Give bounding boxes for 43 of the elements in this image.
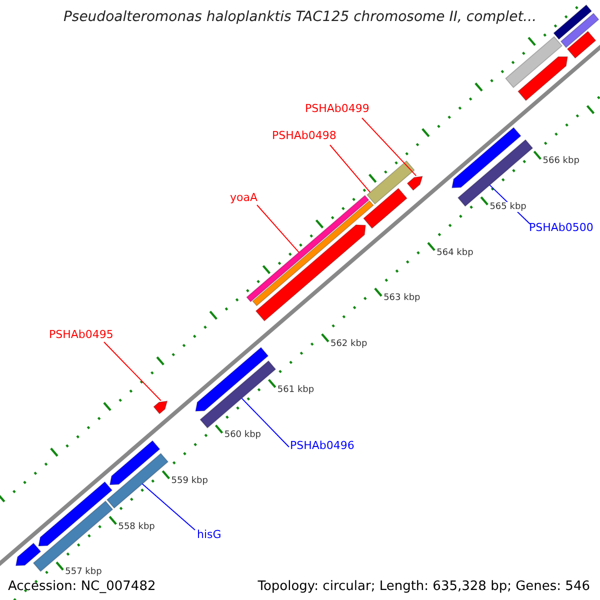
gene-feature <box>38 481 113 546</box>
scale-label: 557 kbp <box>65 567 102 578</box>
scale-label: 562 kbp <box>330 339 368 350</box>
scale-label: 560 kbp <box>224 430 262 441</box>
gene-label: PSHAb0495 <box>49 329 114 342</box>
gene-feature <box>366 160 415 205</box>
scale-label: 559 kbp <box>171 476 208 486</box>
gene-feature <box>106 452 169 509</box>
gene-label: PSHAb0498 <box>272 130 336 143</box>
gene-feature <box>560 12 600 48</box>
gene-feature <box>195 346 269 412</box>
gene-feature <box>406 176 423 191</box>
map-title: Pseudoalteromonas haloplanktis TAC125 chromosome II, complet... <box>63 9 537 26</box>
gene-label: PSHAb0499 <box>305 103 370 116</box>
scale-label: 561 kbp <box>277 384 314 396</box>
gene-feature <box>518 56 568 102</box>
gene-feature <box>15 542 42 566</box>
gene-feature <box>200 360 276 428</box>
gene-label: yoaA <box>230 192 258 205</box>
gene-feature <box>566 30 596 59</box>
scale-label: 565 kbp <box>490 202 526 212</box>
scale-label: 566 kbp <box>542 156 580 167</box>
scale-label: 564 kbp <box>436 248 474 258</box>
leader-line <box>241 398 290 448</box>
leader-line <box>142 483 196 530</box>
gene-feature <box>363 188 408 229</box>
gene-feature <box>255 224 366 322</box>
gene-feature <box>153 400 168 414</box>
gene-label: PSHAb0496 <box>290 440 354 453</box>
leader-line <box>362 118 417 176</box>
gene-label: PSHAb0500 <box>529 222 594 235</box>
scale-label: 558 kbp <box>118 522 155 532</box>
gene-feature <box>109 440 160 486</box>
map-summary: Topology: circular; Length: 635,328 bp; Genes: 546 <box>258 580 590 595</box>
leader-line <box>104 342 162 402</box>
scale-label: 563 kbp <box>384 293 420 304</box>
leader-line <box>256 204 300 253</box>
accession-label: Accession: NC_007482 <box>8 580 156 595</box>
gene-feature <box>452 127 522 188</box>
gene-label: hisG <box>197 529 222 542</box>
gene-feature <box>505 36 563 88</box>
gene-feature <box>553 4 592 40</box>
leader-line <box>330 144 371 193</box>
